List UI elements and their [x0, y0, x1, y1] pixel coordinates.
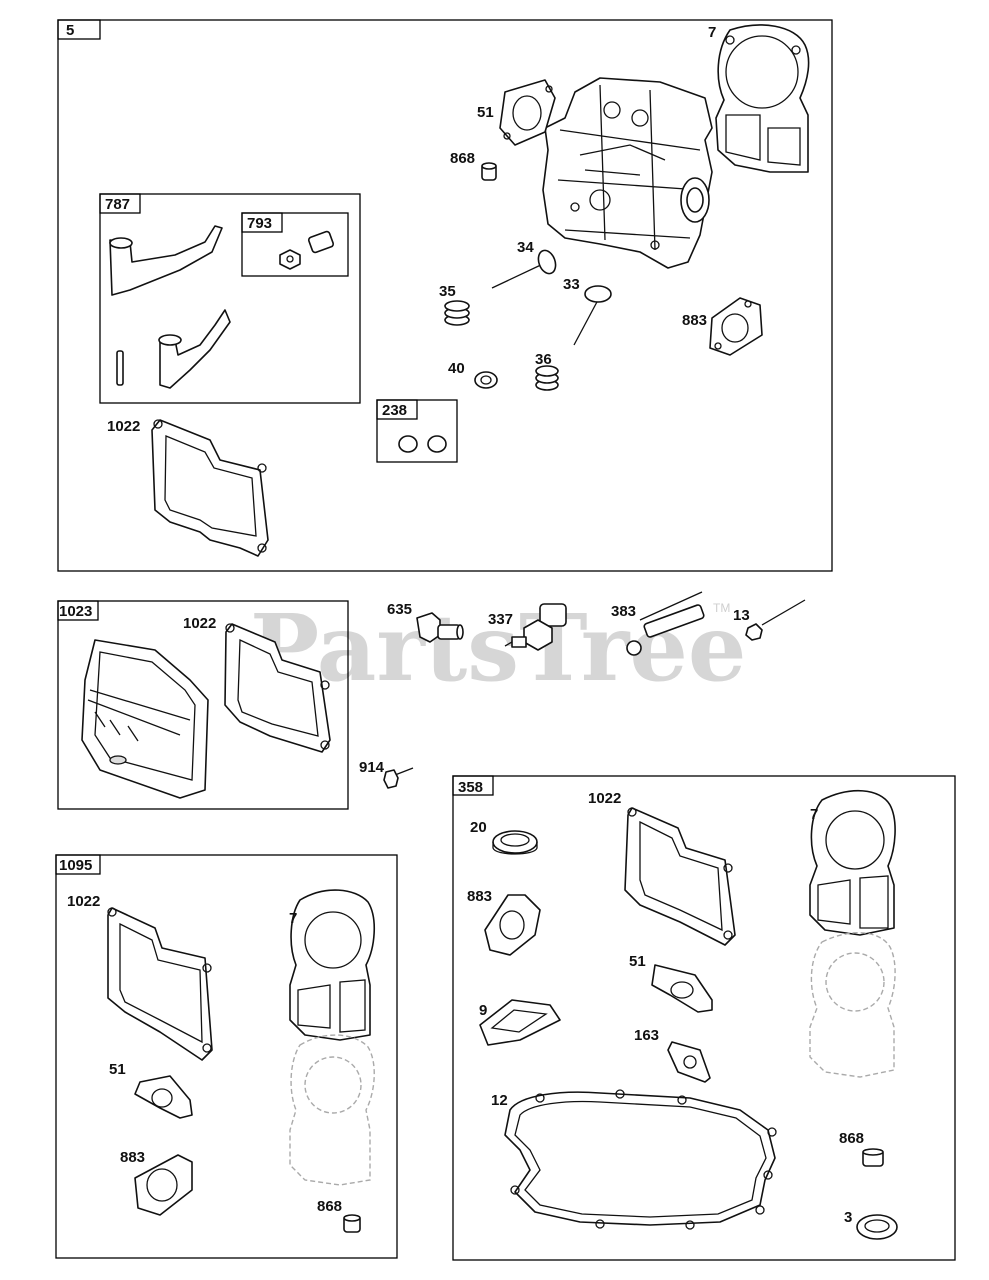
plug[interactable]: [481, 162, 497, 181]
exhaust-gasket[interactable]: [709, 297, 763, 356]
callout-label: 1022: [107, 418, 140, 435]
exhaust-valve[interactable]: [491, 248, 559, 289]
rocker-cover[interactable]: [81, 639, 209, 799]
callout-label: 883: [682, 312, 707, 329]
callout-label: 51: [629, 953, 646, 970]
head-gasket-1095[interactable]: [289, 889, 376, 1041]
intake-gasket[interactable]: [499, 79, 556, 146]
callout-labels: 7 51 868 34 35 33 883 40 36 1022 1022 63…: [67, 24, 864, 1226]
callout-label: 7: [810, 806, 818, 823]
group-5-tab-label: 5: [66, 22, 74, 39]
group-5-frame: [57, 19, 833, 572]
spark-plug[interactable]: [504, 603, 567, 651]
group-1023-tab[interactable]: [57, 600, 99, 621]
exhaust-gasket-358[interactable]: [484, 894, 541, 956]
callout-label: 34: [517, 239, 534, 256]
group-238-tab[interactable]: [376, 399, 418, 420]
callout-label: 914: [359, 759, 385, 776]
group-238-tab-label: 238: [382, 402, 407, 419]
callout-label: 35: [439, 283, 456, 300]
small-gasket[interactable]: [667, 1041, 711, 1083]
watermark-trademark: TM: [713, 601, 730, 615]
callout-label: 883: [120, 1149, 145, 1166]
group-5-tab[interactable]: [57, 19, 101, 40]
rocker-cover-gasket-358[interactable]: [624, 807, 736, 946]
callout-label: 883: [467, 888, 492, 905]
dipstick-tube[interactable]: [626, 591, 705, 656]
callout-label: 868: [839, 1130, 864, 1147]
head-gasket-358-alt: [809, 932, 896, 1078]
callout-label: 20: [470, 819, 487, 836]
spark-plug-boot[interactable]: [416, 612, 464, 643]
callout-label: 7: [289, 910, 297, 927]
group-787-tab-label: 787: [105, 196, 130, 213]
callout-label: 1022: [183, 615, 216, 632]
callout-label: 51: [109, 1061, 126, 1078]
callout-label: 3: [844, 1209, 852, 1226]
callout-label: 1022: [67, 893, 100, 910]
callout-label: 40: [448, 360, 465, 377]
rocker-cover-screw[interactable]: [383, 767, 414, 789]
intake-gasket-358[interactable]: [651, 964, 713, 1013]
callout-label: 9: [479, 1002, 487, 1019]
breather-gasket[interactable]: [479, 999, 561, 1046]
spring-retainer[interactable]: [474, 371, 498, 389]
head-gasket[interactable]: [715, 24, 810, 173]
intake-valve-spring[interactable]: [535, 365, 559, 391]
group-793-frame: [241, 212, 349, 277]
group-793-tab[interactable]: [241, 212, 283, 233]
valve-spring[interactable]: [444, 300, 470, 326]
callout-label: 13: [733, 607, 750, 624]
callout-label: 635: [387, 601, 412, 618]
head-gasket-358[interactable]: [809, 790, 896, 936]
rocker-nut-and-stud[interactable]: [279, 230, 335, 270]
plug-1095[interactable]: [343, 1214, 361, 1233]
seal-358[interactable]: [856, 1214, 898, 1240]
group-358-tab[interactable]: [452, 775, 494, 796]
crankcase-gasket[interactable]: [504, 1089, 777, 1230]
plug-358[interactable]: [862, 1148, 884, 1167]
group-1095-tab-label: 1095: [59, 857, 92, 874]
rocker-cover-gasket[interactable]: [151, 419, 269, 557]
callout-label: 163: [634, 1027, 659, 1044]
head-gasket-1095-alt: [289, 1034, 375, 1186]
group-1023-tab-label: 1023: [59, 603, 92, 620]
callout-label: 12: [491, 1092, 508, 1109]
intake-valve[interactable]: [573, 285, 612, 346]
rocker-cover-gasket-1023[interactable]: [224, 623, 331, 753]
exhaust-gasket-1095[interactable]: [134, 1154, 193, 1216]
group-358-frame: [452, 775, 956, 1261]
cylinder-head[interactable]: [542, 77, 713, 269]
callout-label: 51: [477, 104, 494, 121]
group-787-frame: [99, 193, 361, 404]
callout-label: 7: [708, 24, 716, 41]
bolt[interactable]: [745, 599, 806, 641]
callout-label: 337: [488, 611, 513, 628]
callout-label: 33: [563, 276, 580, 293]
watermark: PartsTree: [250, 594, 746, 702]
intake-gasket-1095[interactable]: [134, 1075, 193, 1119]
valve-keepers[interactable]: [398, 435, 447, 453]
callout-label: 383: [611, 603, 636, 620]
rocker-arm[interactable]: [109, 225, 231, 389]
callout-label: 1022: [588, 790, 621, 807]
callout-label: 36: [535, 351, 552, 368]
callout-label: 868: [450, 150, 475, 167]
group-1095-tab[interactable]: [55, 854, 101, 875]
group-787-tab[interactable]: [99, 193, 141, 214]
callout-label: 868: [317, 1198, 342, 1215]
rocker-cover-gasket-1095[interactable]: [107, 907, 213, 1061]
group-358-tab-label: 358: [458, 779, 483, 796]
group-1023-frame: [57, 600, 349, 810]
oil-seal[interactable]: [492, 830, 538, 855]
group-1095-frame: [55, 854, 398, 1259]
group-793-tab-label: 793: [247, 215, 272, 232]
